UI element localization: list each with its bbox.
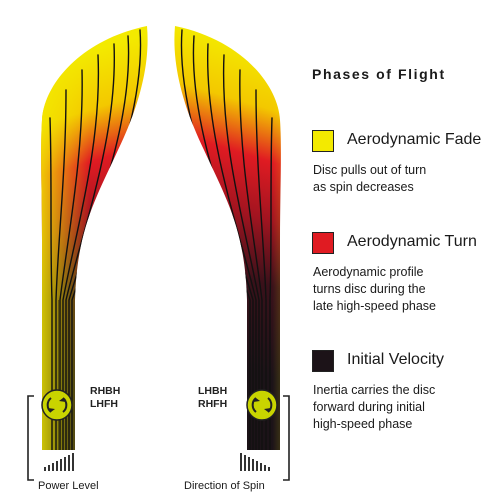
right-flight-line: [206, 43, 257, 450]
legend-description: Aerodynamic profile turns disc during th…: [313, 264, 493, 315]
legend-description: Inertia carries the disc forward during …: [313, 382, 493, 433]
legend-description-line: forward during initial: [313, 400, 425, 414]
clockwise-spin-icon: [246, 389, 278, 421]
right-flight-line: [239, 69, 263, 450]
descending-bars-icon: [240, 453, 270, 471]
legend-description-line: as spin decreases: [313, 180, 414, 194]
left-bracket: [27, 395, 34, 481]
throw-label-rhfh: RHFH: [198, 398, 227, 410]
legend-description: Disc pulls out of turn as spin decreases: [313, 162, 493, 196]
ascending-bars-icon: [44, 453, 74, 471]
power-level-caption: Power Level: [38, 480, 99, 492]
legend-description-line: Disc pulls out of turn: [313, 163, 427, 177]
legend-title: Phases of Flight: [312, 66, 446, 82]
legend-description-line: high-speed phase: [313, 417, 413, 431]
left-flight-path: RHBH LHFH Power Level: [27, 26, 148, 492]
throw-label-lhfh: LHFH: [90, 398, 118, 410]
velocity-swatch: [312, 350, 334, 372]
left-flight-line: [59, 69, 83, 450]
legend-description-line: Aerodynamic profile: [313, 265, 424, 279]
turn-swatch: [312, 232, 334, 254]
left-flight-line: [55, 89, 67, 450]
legend-description-line: late high-speed phase: [313, 299, 437, 313]
fade-swatch: [312, 130, 334, 152]
legend-description-line: turns disc during the: [313, 282, 426, 296]
legend-label: Aerodynamic Fade: [347, 131, 482, 148]
direction-of-spin-caption: Direction of Spin: [184, 480, 265, 492]
counter-clockwise-spin-icon: [41, 389, 73, 421]
left-flight-line: [65, 43, 116, 450]
legend-label: Aerodynamic Turn: [347, 233, 477, 250]
throw-label-rhbh: RHBH: [90, 385, 120, 397]
right-flight-path: LHBH RHFH Direction of Spin: [174, 26, 290, 492]
legend-description-line: Inertia carries the disc: [313, 383, 436, 397]
legend-label: Initial Velocity: [347, 351, 444, 368]
right-bracket: [283, 395, 290, 481]
left-flight-line: [62, 54, 100, 450]
right-flight-line: [222, 54, 260, 450]
left-flight-line: [49, 117, 53, 450]
throw-label-lhbh: LHBH: [198, 385, 227, 397]
right-flight-line: [269, 117, 273, 450]
right-flight-line: [255, 89, 267, 450]
